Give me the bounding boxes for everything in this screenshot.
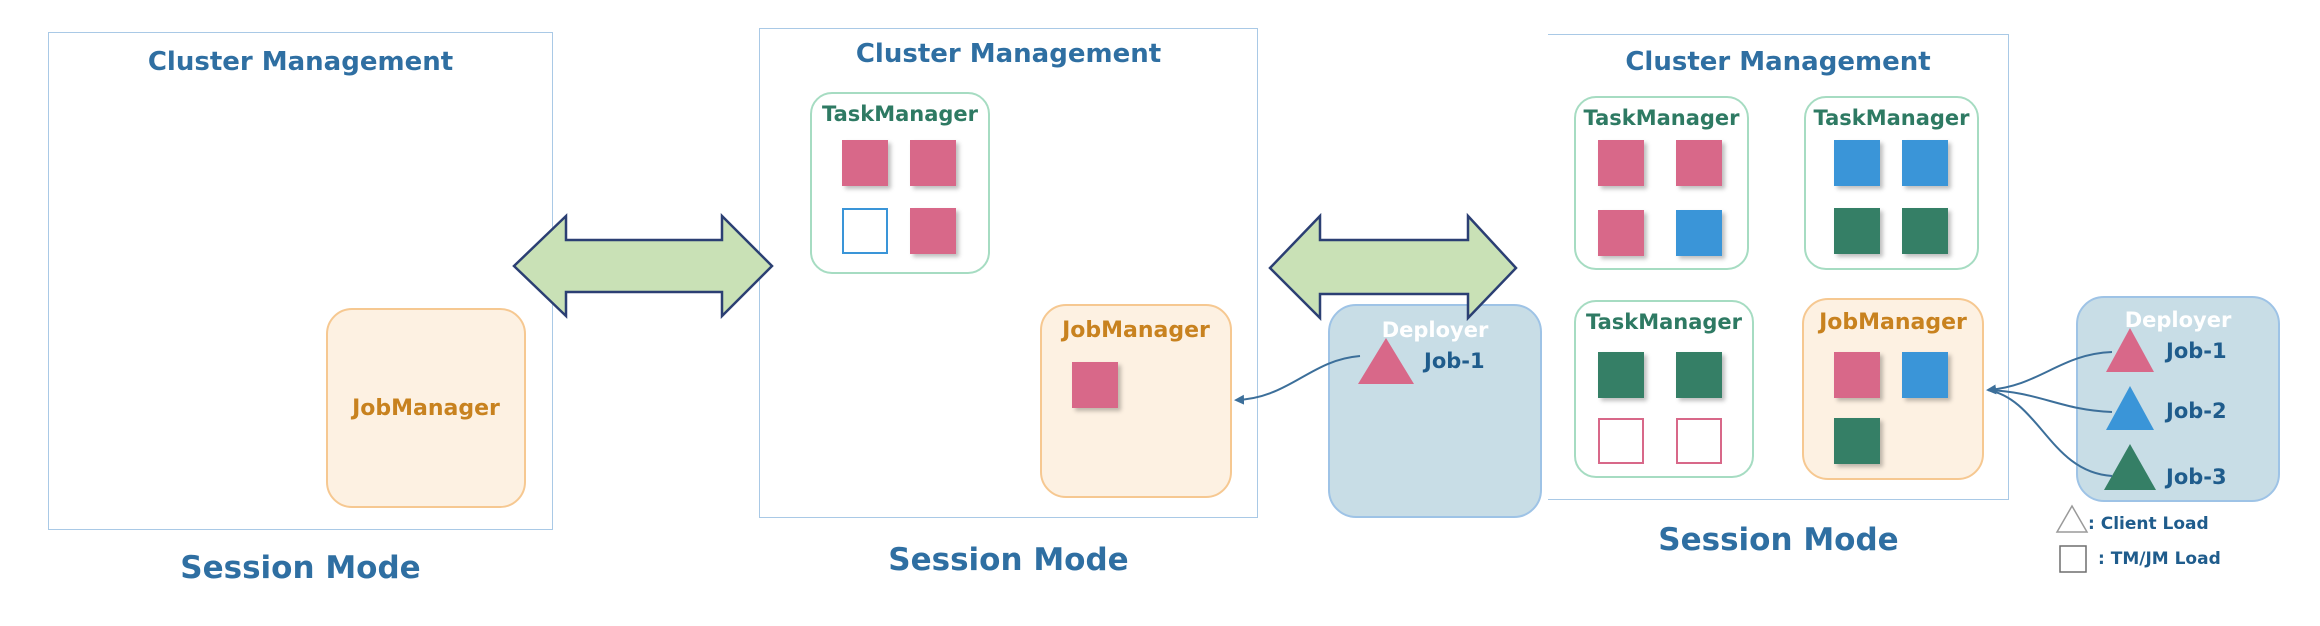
taskmanager-box-3c: TaskManager	[1574, 300, 1754, 478]
session-mode-label-2: Session Mode	[888, 542, 1129, 578]
slot-pink	[1834, 352, 1880, 398]
slot-pink	[842, 140, 888, 186]
double-arrow-2	[1268, 212, 1518, 322]
deployer-label-3: Deployer	[2124, 308, 2232, 332]
jobmanager-label-1: JobManager	[352, 396, 500, 421]
jobmanager-label-2: JobManager	[1062, 318, 1210, 343]
session-mode-label-1: Session Mode	[180, 550, 421, 586]
cluster-management-title-2: Cluster Management	[855, 39, 1162, 69]
slot-blue	[1902, 140, 1948, 186]
legend-client-load: : Client Load	[2088, 514, 2209, 534]
slot-green	[1834, 208, 1880, 254]
legend-triangle-icon	[2055, 504, 2089, 533]
taskmanager-box-3b: TaskManager	[1804, 96, 1979, 270]
taskmanager-label-3c: TaskManager	[1585, 310, 1743, 334]
cluster-management-box-1: Cluster Management	[48, 32, 553, 530]
jobmanager-box-3: JobManager	[1802, 298, 1984, 480]
slot-pink	[1676, 140, 1722, 186]
cluster-management-title-1: Cluster Management	[147, 47, 454, 77]
deployer-box-2: Deployer	[1328, 304, 1542, 518]
job-label: Job-1	[1424, 349, 1485, 373]
taskmanager-box-3a: TaskManager	[1574, 96, 1749, 270]
legend-tm-jm-load: : TM/JM Load	[2098, 549, 2221, 569]
slot-pink	[1598, 210, 1644, 256]
slot-green	[1834, 418, 1880, 464]
jobmanager-label-3: JobManager	[1819, 310, 1967, 335]
slot-pink	[910, 140, 956, 186]
session-mode-label-3: Session Mode	[1658, 522, 1899, 558]
taskmanager-box-2: TaskManager	[810, 92, 990, 274]
slot-green	[1676, 352, 1722, 398]
slot-empty	[1676, 418, 1722, 464]
job-label: Job-2	[2166, 399, 2227, 423]
taskmanager-label-3b: TaskManager	[1813, 106, 1970, 130]
slot-blue	[1676, 210, 1722, 256]
slot-pink	[1072, 362, 1118, 408]
slot-empty	[1598, 418, 1644, 464]
deployer-label-2: Deployer	[1381, 318, 1489, 342]
slot-green	[1598, 352, 1644, 398]
slot-empty	[842, 208, 888, 254]
cluster-management-title-3: Cluster Management	[1625, 47, 1931, 77]
slot-pink	[910, 208, 956, 254]
jobmanager-box-1: JobManager	[326, 308, 526, 508]
slot-blue	[1834, 140, 1880, 186]
slot-green	[1902, 208, 1948, 254]
job-label: Job-1	[2166, 339, 2227, 363]
taskmanager-label-2: TaskManager	[821, 102, 979, 126]
slot-blue	[1902, 352, 1948, 398]
jobmanager-box-2: JobManager	[1040, 304, 1232, 498]
legend-square-icon	[2059, 545, 2087, 573]
slot-pink	[1598, 140, 1644, 186]
job-label: Job-3	[2166, 465, 2227, 489]
taskmanager-label-3a: TaskManager	[1583, 106, 1740, 130]
